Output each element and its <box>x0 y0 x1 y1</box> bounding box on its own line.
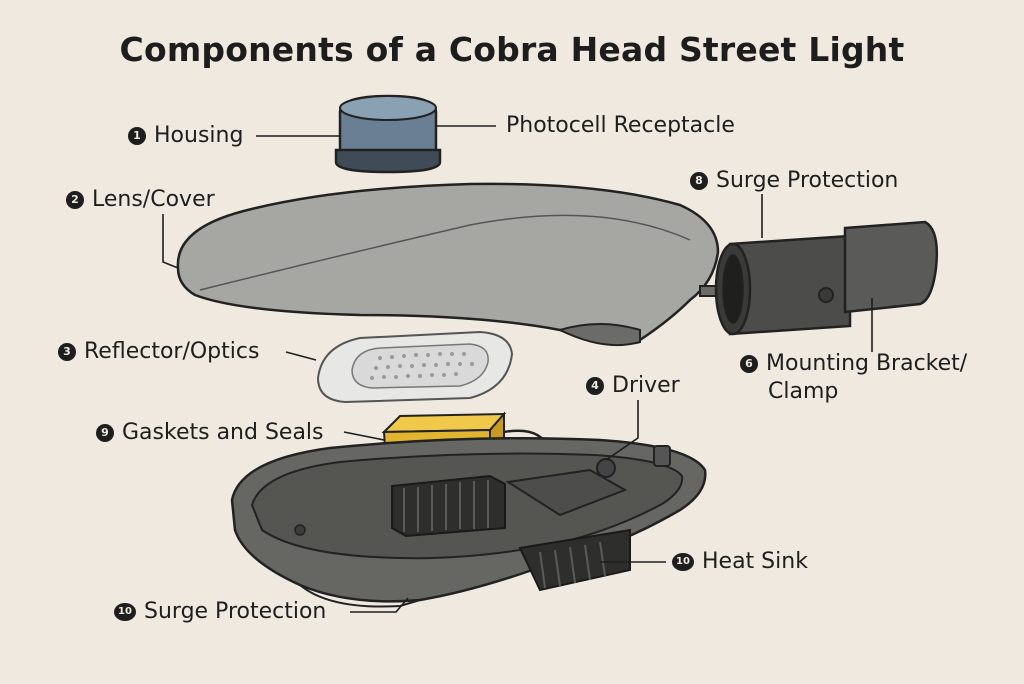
leader-lines <box>162 125 873 613</box>
mounting-label-line1: Mounting Bracket/ <box>766 351 968 376</box>
driver-label: Driver <box>612 373 680 398</box>
housing-label: Housing <box>154 123 244 148</box>
label-housing: 1 Housing <box>128 122 243 150</box>
label-mounting: 6 Mounting Bracket/ Clamp <box>740 350 967 406</box>
heat-sink-label: Heat Sink <box>702 549 808 574</box>
reflector-label: Reflector/Optics <box>84 339 260 364</box>
mounting-bracket-part <box>714 220 939 336</box>
label-reflector: 3 Reflector/Optics <box>58 338 259 366</box>
badge-10-surge: 10 <box>114 603 136 621</box>
badge-10-heat-sink: 10 <box>672 553 694 571</box>
badge-8: 8 <box>690 172 708 190</box>
gaskets-label: Gaskets and Seals <box>122 420 324 445</box>
photocell-label: Photocell Receptacle <box>506 113 735 138</box>
badge-6: 6 <box>740 355 758 373</box>
badge-1: 1 <box>128 127 146 145</box>
mounting-label-line2: Clamp <box>768 379 839 404</box>
housing-shell-part <box>176 182 741 347</box>
surge-top-label: Surge Protection <box>716 168 899 193</box>
photocell-receptacle-part <box>334 94 442 174</box>
label-surge-top: 8 Surge Protection <box>690 167 898 195</box>
diagram-title: Components of a Cobra Head Street Light <box>119 30 905 69</box>
heat-sink-part <box>391 468 631 592</box>
surge-bottom-label: Surge Protection <box>144 599 327 624</box>
reflector-optics-part <box>316 330 514 404</box>
badge-9: 9 <box>96 424 114 442</box>
lens-label: Lens/Cover <box>92 187 215 212</box>
label-surge-bottom: 10 Surge Protection <box>114 598 326 626</box>
label-driver: 4 Driver <box>586 372 680 400</box>
label-gaskets: 9 Gaskets and Seals <box>96 419 324 447</box>
badge-4: 4 <box>586 377 604 395</box>
label-lens: 2 Lens/Cover <box>66 186 215 214</box>
label-heat-sink: 10 Heat Sink <box>672 548 808 576</box>
badge-2: 2 <box>66 191 84 209</box>
label-photocell: Photocell Receptacle <box>506 112 735 140</box>
badge-3: 3 <box>58 343 76 361</box>
